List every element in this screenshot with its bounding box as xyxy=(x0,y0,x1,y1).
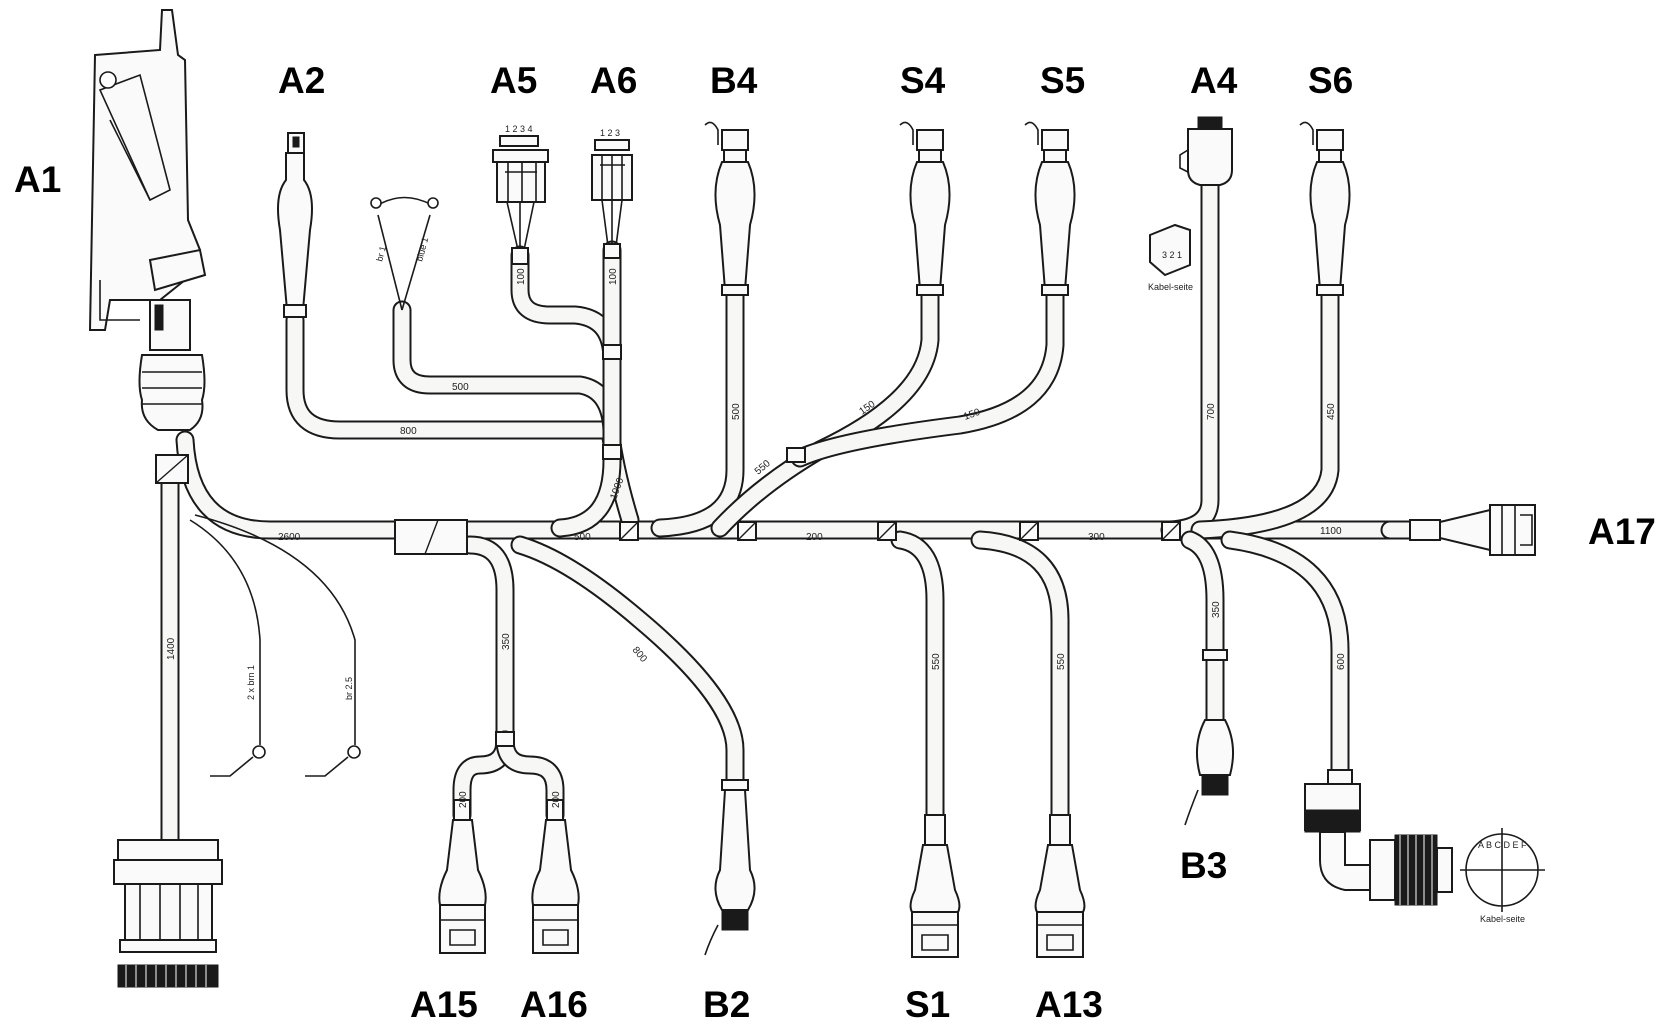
len-b2-branch: 800 xyxy=(630,645,649,665)
len-a2-branch: 800 xyxy=(400,426,417,437)
label-b3: B3 xyxy=(1180,845,1227,886)
ground-eyelet-1 xyxy=(252,745,266,759)
wire-bundle xyxy=(160,175,1500,890)
a1-bottom-connector xyxy=(113,839,223,988)
label-a1: A1 xyxy=(14,159,61,200)
a5-pinout: 1 2 3 4 xyxy=(505,124,533,134)
ground2-label: br 2.5 xyxy=(344,677,354,700)
label-s4: S4 xyxy=(900,60,946,101)
label-s6: S6 xyxy=(1308,60,1353,101)
a6-connector: 1 2 3 xyxy=(591,128,633,259)
s6-connector xyxy=(1299,121,1351,296)
ground1-label: 2 x brn 1 xyxy=(246,665,256,700)
label-a13: A13 xyxy=(1035,984,1103,1025)
s4-connector xyxy=(899,121,951,296)
len-trunk-c: 200 xyxy=(806,532,823,543)
label-a4: A4 xyxy=(1190,60,1238,101)
a16-connector xyxy=(531,799,580,954)
len-a16-leg: 200 xyxy=(551,791,562,808)
b2-connector xyxy=(704,779,756,956)
pot-left-label: br 1 xyxy=(374,245,388,263)
len-bottom-round: 600 xyxy=(1336,653,1347,670)
s1-connector xyxy=(909,814,961,958)
len-a13-drop: 550 xyxy=(1056,653,1067,670)
label-a17: A17 xyxy=(1588,511,1656,552)
len-a6-drop: 100 xyxy=(608,268,619,285)
potentiometer-leads: br 1 blue 1 xyxy=(370,196,439,311)
len-a5-drop: 100 xyxy=(516,268,527,285)
len-trunk-d: 300 xyxy=(1088,532,1105,543)
label-a2: A2 xyxy=(278,60,325,101)
label-a6: A6 xyxy=(590,60,637,101)
length-labels: 2600 500 200 300 1100 1400 800 500 1000 … xyxy=(166,268,1347,808)
component-labels: A1 A2 A5 A6 B4 S4 S5 A4 S6 A17 B3 A15 A1… xyxy=(14,60,1656,1025)
s5-connector xyxy=(1024,121,1076,296)
len-trunk-a: 2600 xyxy=(278,532,301,543)
label-s1: S1 xyxy=(905,984,950,1025)
label-a5: A5 xyxy=(490,60,537,101)
a4-connector: 3 2 1 Kabel-seite xyxy=(1148,116,1233,292)
label-s5: S5 xyxy=(1040,60,1085,101)
round-tag: Kabel-seite xyxy=(1480,914,1525,924)
label-b2: B2 xyxy=(703,984,750,1025)
len-trunk-e: 1100 xyxy=(1320,526,1342,537)
len-a15-branch: 350 xyxy=(501,633,512,650)
label-a16: A16 xyxy=(520,984,588,1025)
len-trunk-b: 500 xyxy=(574,532,591,543)
a1-ecu-connector xyxy=(88,9,207,484)
a5-connector: 1 2 3 4 xyxy=(492,124,549,265)
len-s6-drop: 450 xyxy=(1326,403,1337,420)
len-a15-leg: 200 xyxy=(458,791,469,808)
b3-connector xyxy=(1184,649,1235,826)
round-angled-connector: A B C D E F Kabel-seite xyxy=(1304,769,1545,924)
len-b3-drop: 350 xyxy=(1211,601,1222,618)
a13-connector xyxy=(1034,814,1086,958)
ground-leads: 2 x brn 1 br 2.5 xyxy=(189,514,361,777)
a6-pinout: 1 2 3 xyxy=(600,128,620,138)
b4-connector xyxy=(704,121,756,296)
a4-pinout: 3 2 1 xyxy=(1162,250,1182,260)
len-vert-a1: 1400 xyxy=(166,637,177,660)
a4-tag: Kabel-seite xyxy=(1148,282,1193,292)
label-b4: B4 xyxy=(710,60,758,101)
round-pinout: A B C D E F xyxy=(1478,840,1527,850)
pot-right-label: blue 1 xyxy=(414,236,430,262)
len-s1-drop: 550 xyxy=(931,653,942,670)
a15-connector xyxy=(438,799,487,954)
trunk-junctions xyxy=(394,344,1181,747)
len-b4-drop: 500 xyxy=(731,403,742,420)
ground-eyelet-2 xyxy=(347,745,361,759)
a2-connector xyxy=(277,132,313,318)
a17-connector xyxy=(1409,504,1536,556)
label-a15: A15 xyxy=(410,984,478,1025)
len-pot-branch: 500 xyxy=(452,382,469,393)
len-a4-drop: 700 xyxy=(1206,403,1217,420)
